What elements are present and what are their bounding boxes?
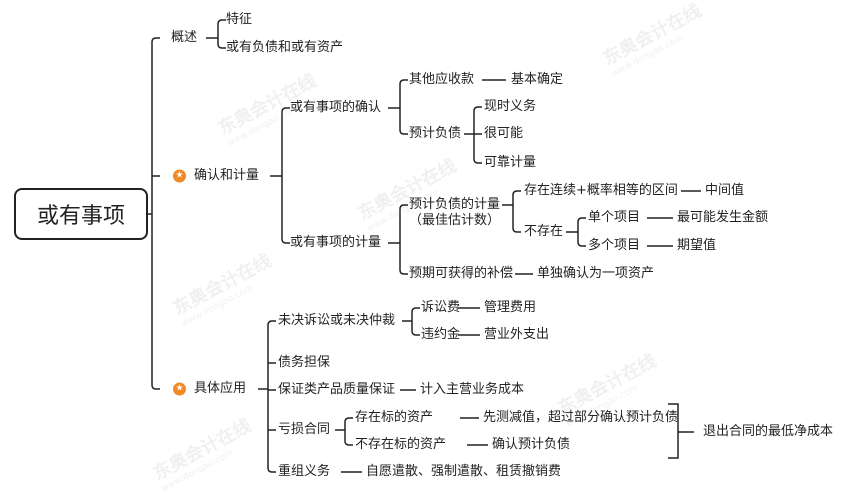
not-exists-connector [577, 241, 586, 247]
star-icon: ★ [173, 382, 186, 396]
node-warranty: 保证类产品质量保证 [278, 382, 396, 397]
node-multiple-items: 多个项目 [588, 238, 641, 253]
node-guarantee: 债务担保 [278, 355, 331, 370]
node-exit-cost: 退出合同的最低净成本 [703, 424, 834, 439]
node-penalty: 违约金 [421, 327, 461, 342]
application-connector [267, 320, 276, 326]
node-admin-expense: 管理费用 [484, 300, 537, 315]
node-contingent: 或有负债和或有资产 [226, 40, 344, 55]
litigation-connector [411, 307, 420, 313]
node-application: 具体应用 [194, 381, 247, 396]
node-reliable-measure: 可靠计量 [484, 155, 537, 170]
node-non-operating: 营业外支出 [484, 327, 550, 342]
node-exists-range: 存在连续+概率相等的区间 [524, 183, 678, 198]
node-recognition-measurement: 确认和计量 [194, 168, 260, 183]
root-connector [151, 37, 160, 43]
node-other-receivable: 其他应收款 [409, 72, 475, 87]
root-connector [151, 384, 160, 390]
node-single-item: 单个项目 [588, 210, 641, 225]
onerous-connector [344, 440, 353, 446]
measurement-connector [399, 269, 408, 275]
star-icon: ★ [173, 169, 186, 183]
node-onerous: 亏损合同 [278, 422, 331, 437]
node-median: 中间值 [705, 183, 745, 198]
best-estimate-connector [512, 190, 521, 196]
exit-bracket [668, 403, 679, 459]
litigation-connector [411, 330, 420, 336]
node-present-obligation: 现时义务 [484, 99, 537, 114]
onerous-connector [344, 417, 353, 423]
node-without-asset-result: 确认预计负债 [492, 437, 571, 452]
node-not-exists: 不存在 [524, 224, 564, 239]
node-most-likely: 最可能发生金额 [677, 210, 769, 225]
best-estimate-connector [512, 227, 521, 233]
node-restructuring: 重组义务 [278, 464, 331, 479]
not-exists-connector [577, 217, 586, 223]
root-label: 或有事项 [36, 204, 125, 229]
node-recognition: 或有事项的确认 [290, 100, 382, 115]
node-feature: 特征 [226, 12, 253, 27]
liability-connector [473, 158, 482, 164]
node-probable: 很可能 [484, 126, 524, 141]
node-estimated-liability: 预计负债 [409, 126, 462, 141]
liability-connector [473, 106, 482, 112]
node-best-estimate: 预计负债的计量 （最佳估计数） [409, 197, 501, 228]
node-with-asset-result: 先测减值，超过部分确认预计负债 [483, 410, 679, 425]
node-reimbursement: 预期可获得的补偿 [409, 266, 514, 281]
node-litigation-fee: 诉讼费 [421, 300, 461, 315]
overview-connector [217, 19, 226, 25]
node-overview: 概述 [171, 30, 198, 45]
node-without-asset: 不存在标的资产 [355, 437, 447, 452]
node-basically-certain: 基本确定 [511, 72, 564, 87]
node-measurement: 或有事项的计量 [290, 235, 382, 250]
node-warranty-cost: 计入主营业务成本 [420, 382, 525, 397]
node-with-asset: 存在标的资产 [355, 410, 434, 425]
measurement-connector [399, 204, 408, 210]
node-restructuring-items: 自愿遣散、强制遣散、租赁撤销费 [366, 464, 562, 479]
node-separate-asset: 单独确认为一项资产 [537, 266, 655, 281]
rm-connector [281, 238, 290, 244]
recognition-connector [399, 79, 408, 85]
application-connector [267, 467, 276, 473]
root-node: 或有事项 [14, 188, 148, 240]
overview-connector [217, 43, 226, 49]
node-expected-value: 期望值 [677, 238, 717, 253]
node-litigation: 未决诉讼或未决仲裁 [278, 313, 396, 328]
recognition-connector [399, 129, 408, 135]
rm-connector [281, 107, 290, 113]
